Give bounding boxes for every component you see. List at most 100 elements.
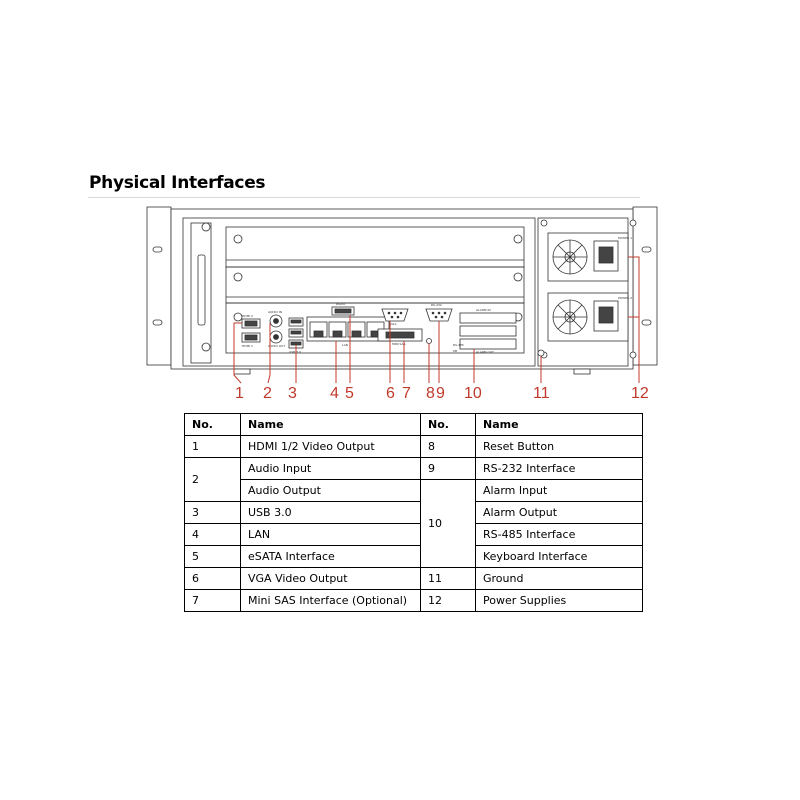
- cell-name: VGA Video Output: [240, 567, 421, 590]
- ear-slot-left-bottom: [152, 319, 163, 326]
- label-rs232: RS-232: [431, 303, 442, 307]
- cell-no: 2: [184, 457, 241, 502]
- label-power2: POWER 2: [618, 296, 632, 300]
- label-mini-sas: MINI SAS: [392, 342, 406, 346]
- label-power1: POWER 1: [618, 236, 632, 240]
- header-no: No.: [184, 413, 241, 436]
- cell-no: 9: [420, 457, 476, 480]
- callout-1: 1: [235, 385, 244, 402]
- table-row: 5 eSATA Interface Keyboard Interface: [184, 545, 643, 568]
- label-usb: USB 3.0: [289, 350, 301, 354]
- side-bracket-handle: [197, 254, 206, 326]
- cell-name: USB 3.0: [240, 501, 421, 524]
- callout-12: 12: [631, 385, 649, 402]
- label-hdmi1: HDMI 1: [242, 344, 253, 348]
- label-esata: eSATA: [336, 302, 346, 306]
- cell-name: RS-485 Interface: [475, 523, 643, 546]
- callout-8: 8: [426, 385, 435, 402]
- terminal-blocks: [459, 312, 517, 350]
- psu-bay: [537, 217, 629, 367]
- rear-panel-diagram: HDMI 2 HDMI 1 AUDIO IN AUDIO OUT USB 3.0…: [146, 206, 658, 384]
- cell-no: 11: [420, 567, 476, 590]
- header-no-2: No.: [420, 413, 476, 436]
- cell-name: Alarm Input: [475, 479, 643, 502]
- power-supply-2: [547, 292, 629, 342]
- cell-name: RS-232 Interface: [475, 457, 643, 480]
- cell-name: Mini SAS Interface (Optional): [240, 589, 421, 612]
- table-row: 1 HDMI 1/2 Video Output 8 Reset Button: [184, 435, 643, 458]
- label-alarm-out: ALARM OUT: [476, 350, 494, 354]
- table-row: 2 Audio Input 9 RS-232 Interface: [184, 457, 643, 502]
- cell-no: 8: [420, 435, 476, 458]
- cell-name: eSATA Interface: [240, 545, 421, 568]
- page-title: Physical Interfaces: [89, 173, 266, 193]
- cell-no: 4: [184, 523, 241, 546]
- cell-name: Alarm Output: [475, 501, 643, 524]
- cell-no: 12: [420, 589, 476, 612]
- cell-name: Audio Input: [240, 457, 421, 480]
- callout-6: 6: [386, 385, 395, 402]
- label-audio-in: AUDIO IN: [268, 310, 282, 314]
- table-row: 6 VGA Video Output 11 Ground: [184, 567, 643, 590]
- callout-11: 11: [533, 385, 550, 402]
- callout-7: 7: [402, 385, 411, 402]
- cell-no: 5: [184, 545, 241, 568]
- rack-ear-right: [632, 206, 658, 366]
- mini-sas-port: [377, 328, 423, 342]
- callout-3: 3: [288, 385, 297, 402]
- header-name: Name: [240, 413, 421, 436]
- vga-port: [381, 308, 409, 322]
- ear-slot-right-bottom: [641, 319, 652, 326]
- callout-10: 10: [464, 385, 482, 402]
- cell-no: 3: [184, 501, 241, 524]
- ear-slot-right-top: [641, 246, 652, 253]
- cell-name: LAN: [240, 523, 421, 546]
- ground-terminal: [537, 349, 545, 357]
- cell-name: Power Supplies: [475, 589, 643, 612]
- ear-slot-left-top: [152, 246, 163, 253]
- chassis-inner-left: [182, 217, 536, 367]
- foot-right: [573, 368, 591, 375]
- cell-name: Audio Output: [240, 479, 421, 502]
- label-keyboard: KB: [453, 349, 457, 353]
- lan-ports: [306, 316, 390, 342]
- cell-no: 10: [420, 479, 476, 568]
- callout-5: 5: [345, 385, 354, 402]
- side-bracket: [190, 222, 212, 364]
- cell-name: Reset Button: [475, 435, 643, 458]
- usb-ports: [288, 317, 304, 349]
- cell-name: Ground: [475, 567, 643, 590]
- screws: [201, 219, 637, 359]
- table-row: 4 LAN RS-485 Interface: [184, 523, 643, 546]
- label-rs485: RS-485: [453, 343, 464, 347]
- audio-jacks: [269, 314, 283, 344]
- title-divider: [88, 197, 640, 198]
- io-card: [225, 302, 525, 354]
- reset-button: [426, 338, 432, 344]
- callout-leaders: [233, 256, 640, 384]
- cell-name: Keyboard Interface: [475, 545, 643, 568]
- callout-2: 2: [263, 385, 272, 402]
- header-name-2: Name: [475, 413, 643, 436]
- label-alarm-in: ALARM IN: [476, 308, 491, 312]
- callout-4: 4: [330, 385, 339, 402]
- table-header-row: No. Name No. Name: [184, 413, 643, 436]
- table-row: Audio Output 10 Alarm Input: [185, 479, 643, 568]
- table-row: 7 Mini SAS Interface (Optional) 12 Power…: [184, 589, 643, 612]
- rs232-port: [425, 308, 453, 322]
- table-row: 3 USB 3.0 Alarm Output: [184, 501, 643, 524]
- label-lan: LAN: [342, 343, 348, 347]
- esata-port: [331, 306, 355, 316]
- label-vga: VGA: [390, 322, 397, 326]
- callout-9: 9: [436, 385, 445, 402]
- cell-no: 7: [184, 589, 241, 612]
- label-audio-out: AUDIO OUT: [268, 344, 285, 348]
- cell-no: 6: [184, 567, 241, 590]
- foot-left: [233, 368, 251, 375]
- interface-table: No. Name No. Name 1 HDMI 1/2 Video Outpu…: [184, 413, 643, 612]
- cell-no: 1: [184, 435, 241, 458]
- rack-ear-left: [146, 206, 172, 366]
- label-hdmi2: HDMI 2: [242, 314, 253, 318]
- power-supply-1: [547, 232, 629, 282]
- cell-name: HDMI 1/2 Video Output: [240, 435, 421, 458]
